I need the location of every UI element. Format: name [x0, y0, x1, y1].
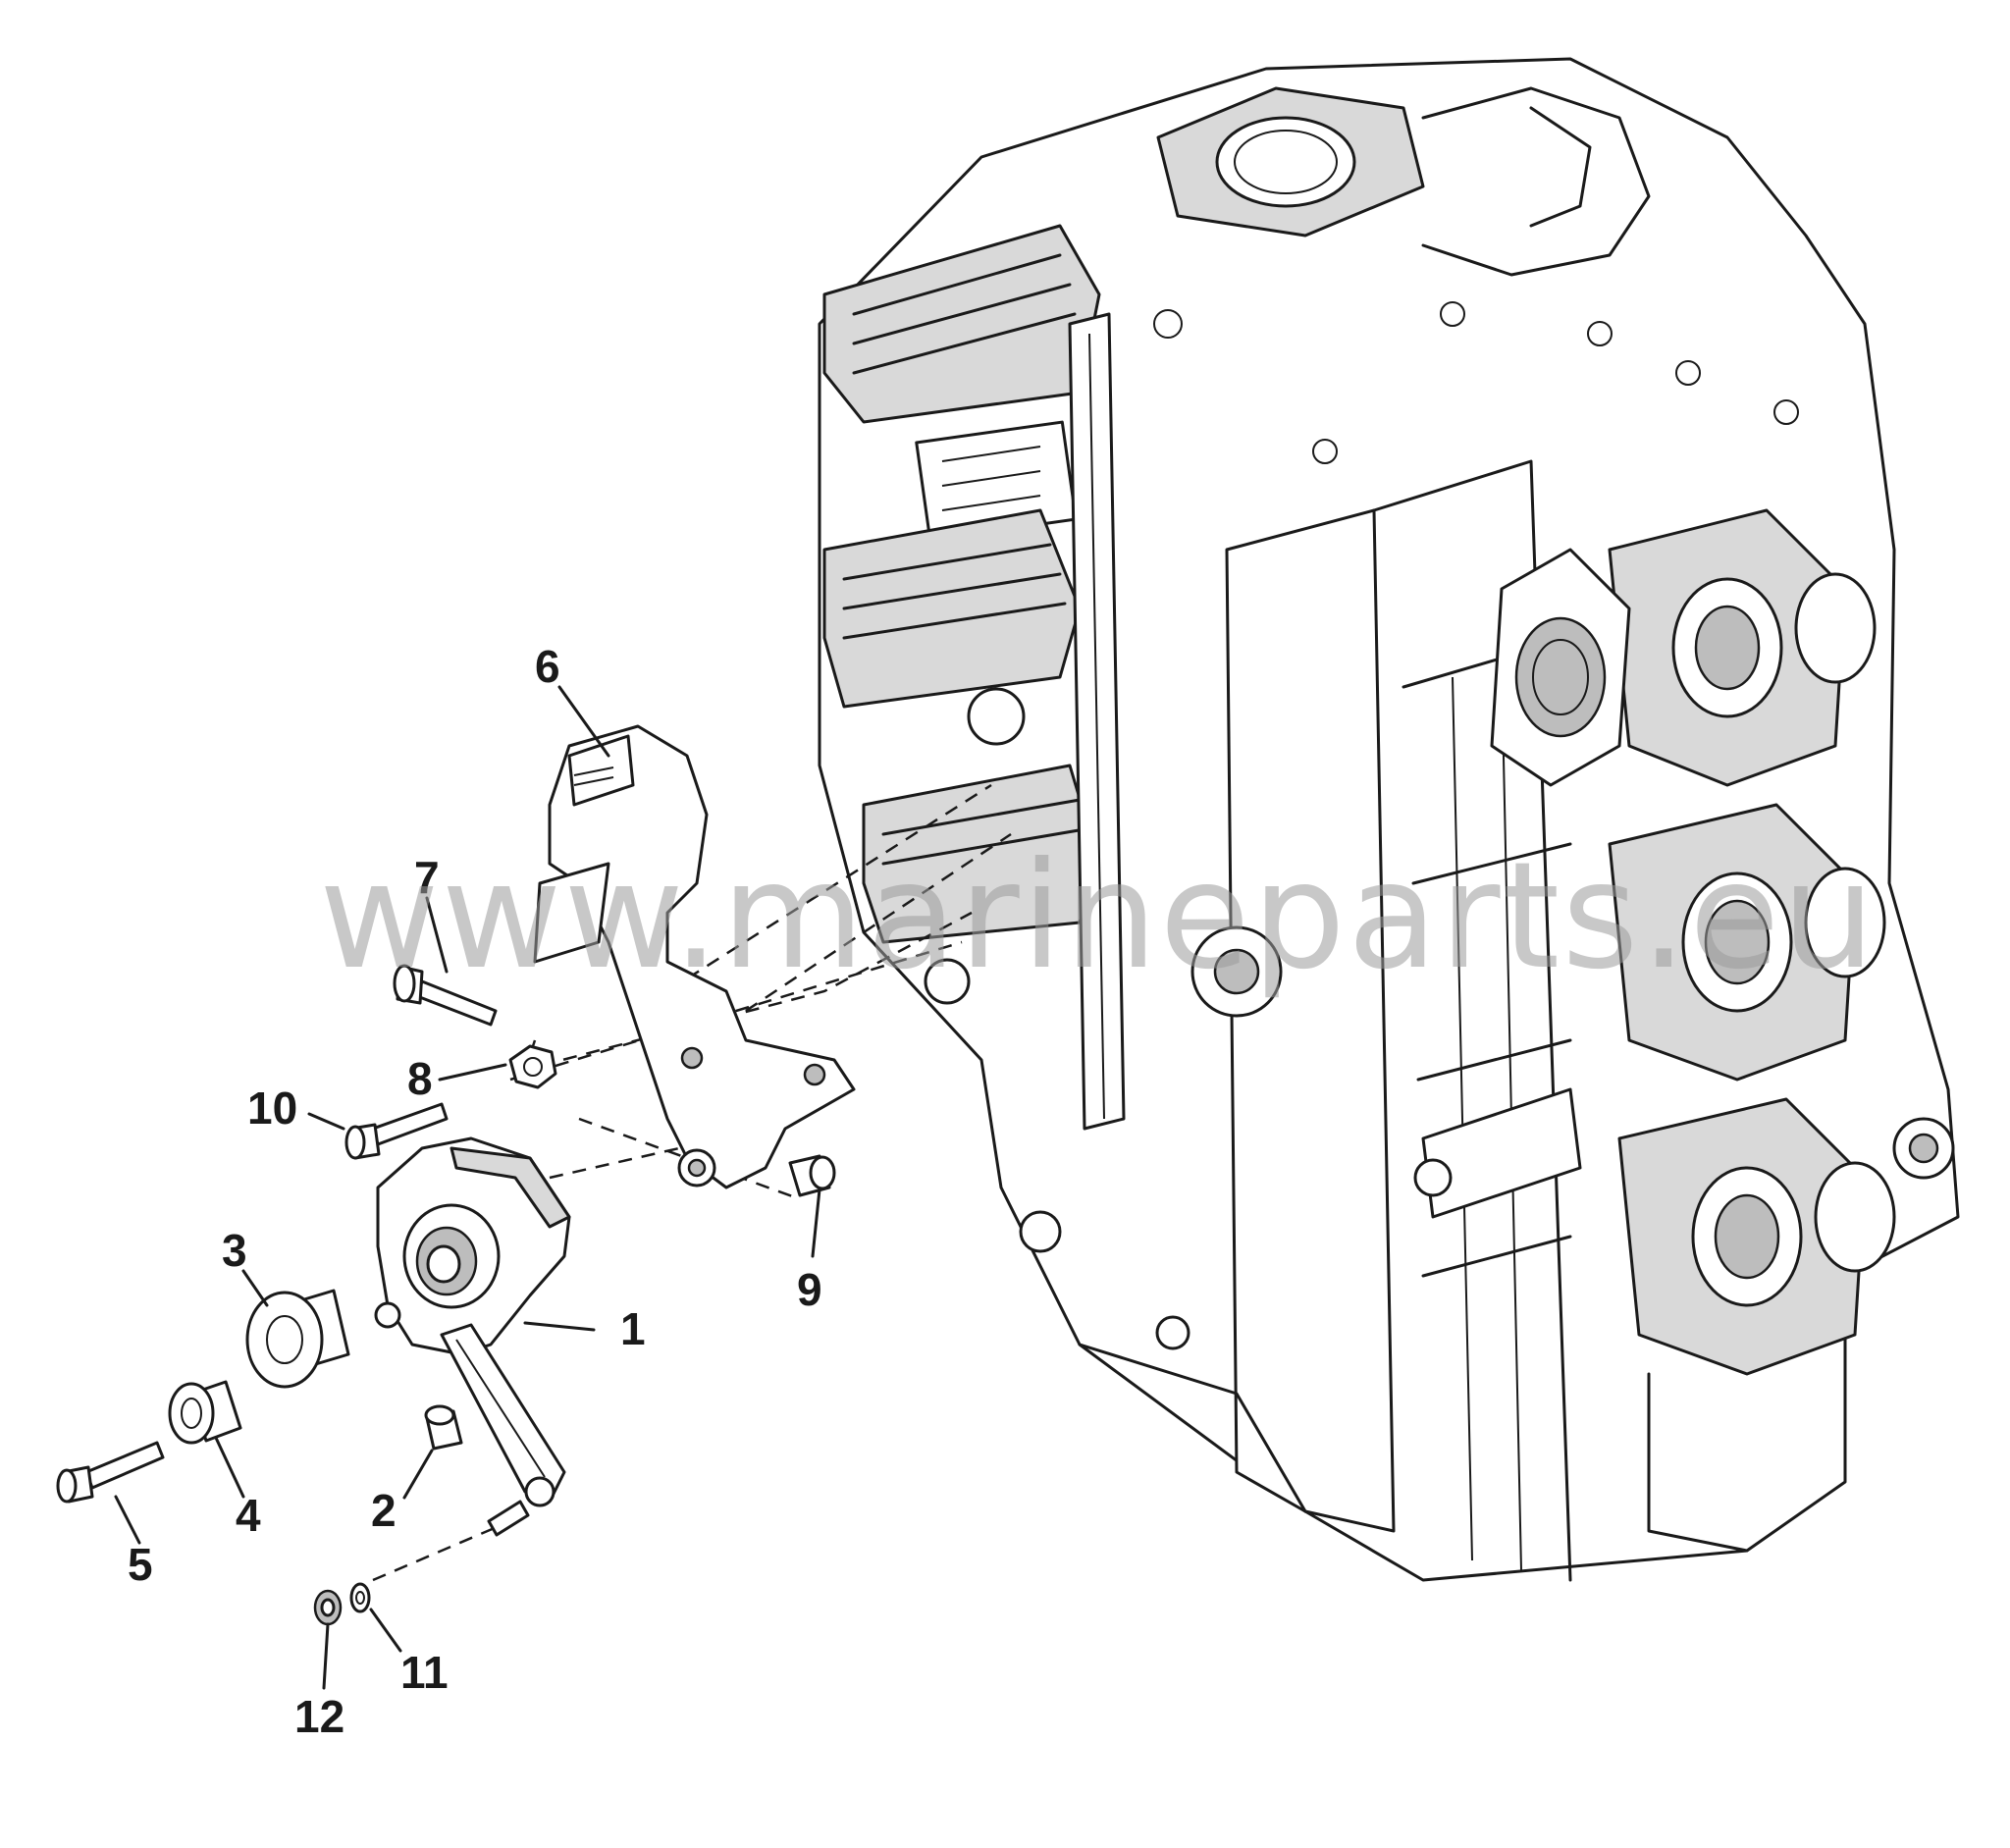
- callout-1: 1: [620, 1303, 646, 1354]
- part-bolt-7: [393, 964, 498, 1027]
- part-spacer-2: [424, 1404, 463, 1451]
- callout-3: 3: [222, 1225, 247, 1276]
- callout-12: 12: [294, 1691, 344, 1742]
- callout-9: 9: [797, 1264, 822, 1315]
- part-stud: [487, 1500, 530, 1537]
- part-washer-11: [349, 1582, 371, 1613]
- callout-6: 6: [535, 641, 560, 692]
- callout-8: 8: [407, 1053, 433, 1104]
- part-nut-12: [313, 1589, 343, 1626]
- assembly-lines: [372, 783, 1012, 1582]
- leader-lines: [114, 685, 821, 1690]
- part-nut-8: [508, 1044, 557, 1089]
- callout-2: 2: [371, 1485, 397, 1536]
- callout-7: 7: [414, 852, 440, 903]
- part-bracket-plate: [533, 724, 856, 1189]
- engine-block: [818, 57, 1960, 1582]
- part-lever-assembly: [374, 1136, 571, 1507]
- watermark-text: www.marineparts.eu: [319, 831, 1878, 1002]
- part-bushing-9: [788, 1154, 836, 1197]
- part-flanged-sleeve-3: [245, 1289, 350, 1389]
- callout-4: 4: [236, 1490, 261, 1541]
- part-bolt-10: [344, 1102, 449, 1160]
- part-sleeve-4: [168, 1380, 242, 1445]
- callout-11: 11: [400, 1647, 449, 1698]
- callout-5: 5: [128, 1539, 153, 1590]
- callout-10: 10: [247, 1082, 297, 1134]
- callout-labels: 1 2 3 4 5 6 7 8 9 10 11 12: [128, 641, 822, 1742]
- part-bolt-5: [56, 1441, 165, 1504]
